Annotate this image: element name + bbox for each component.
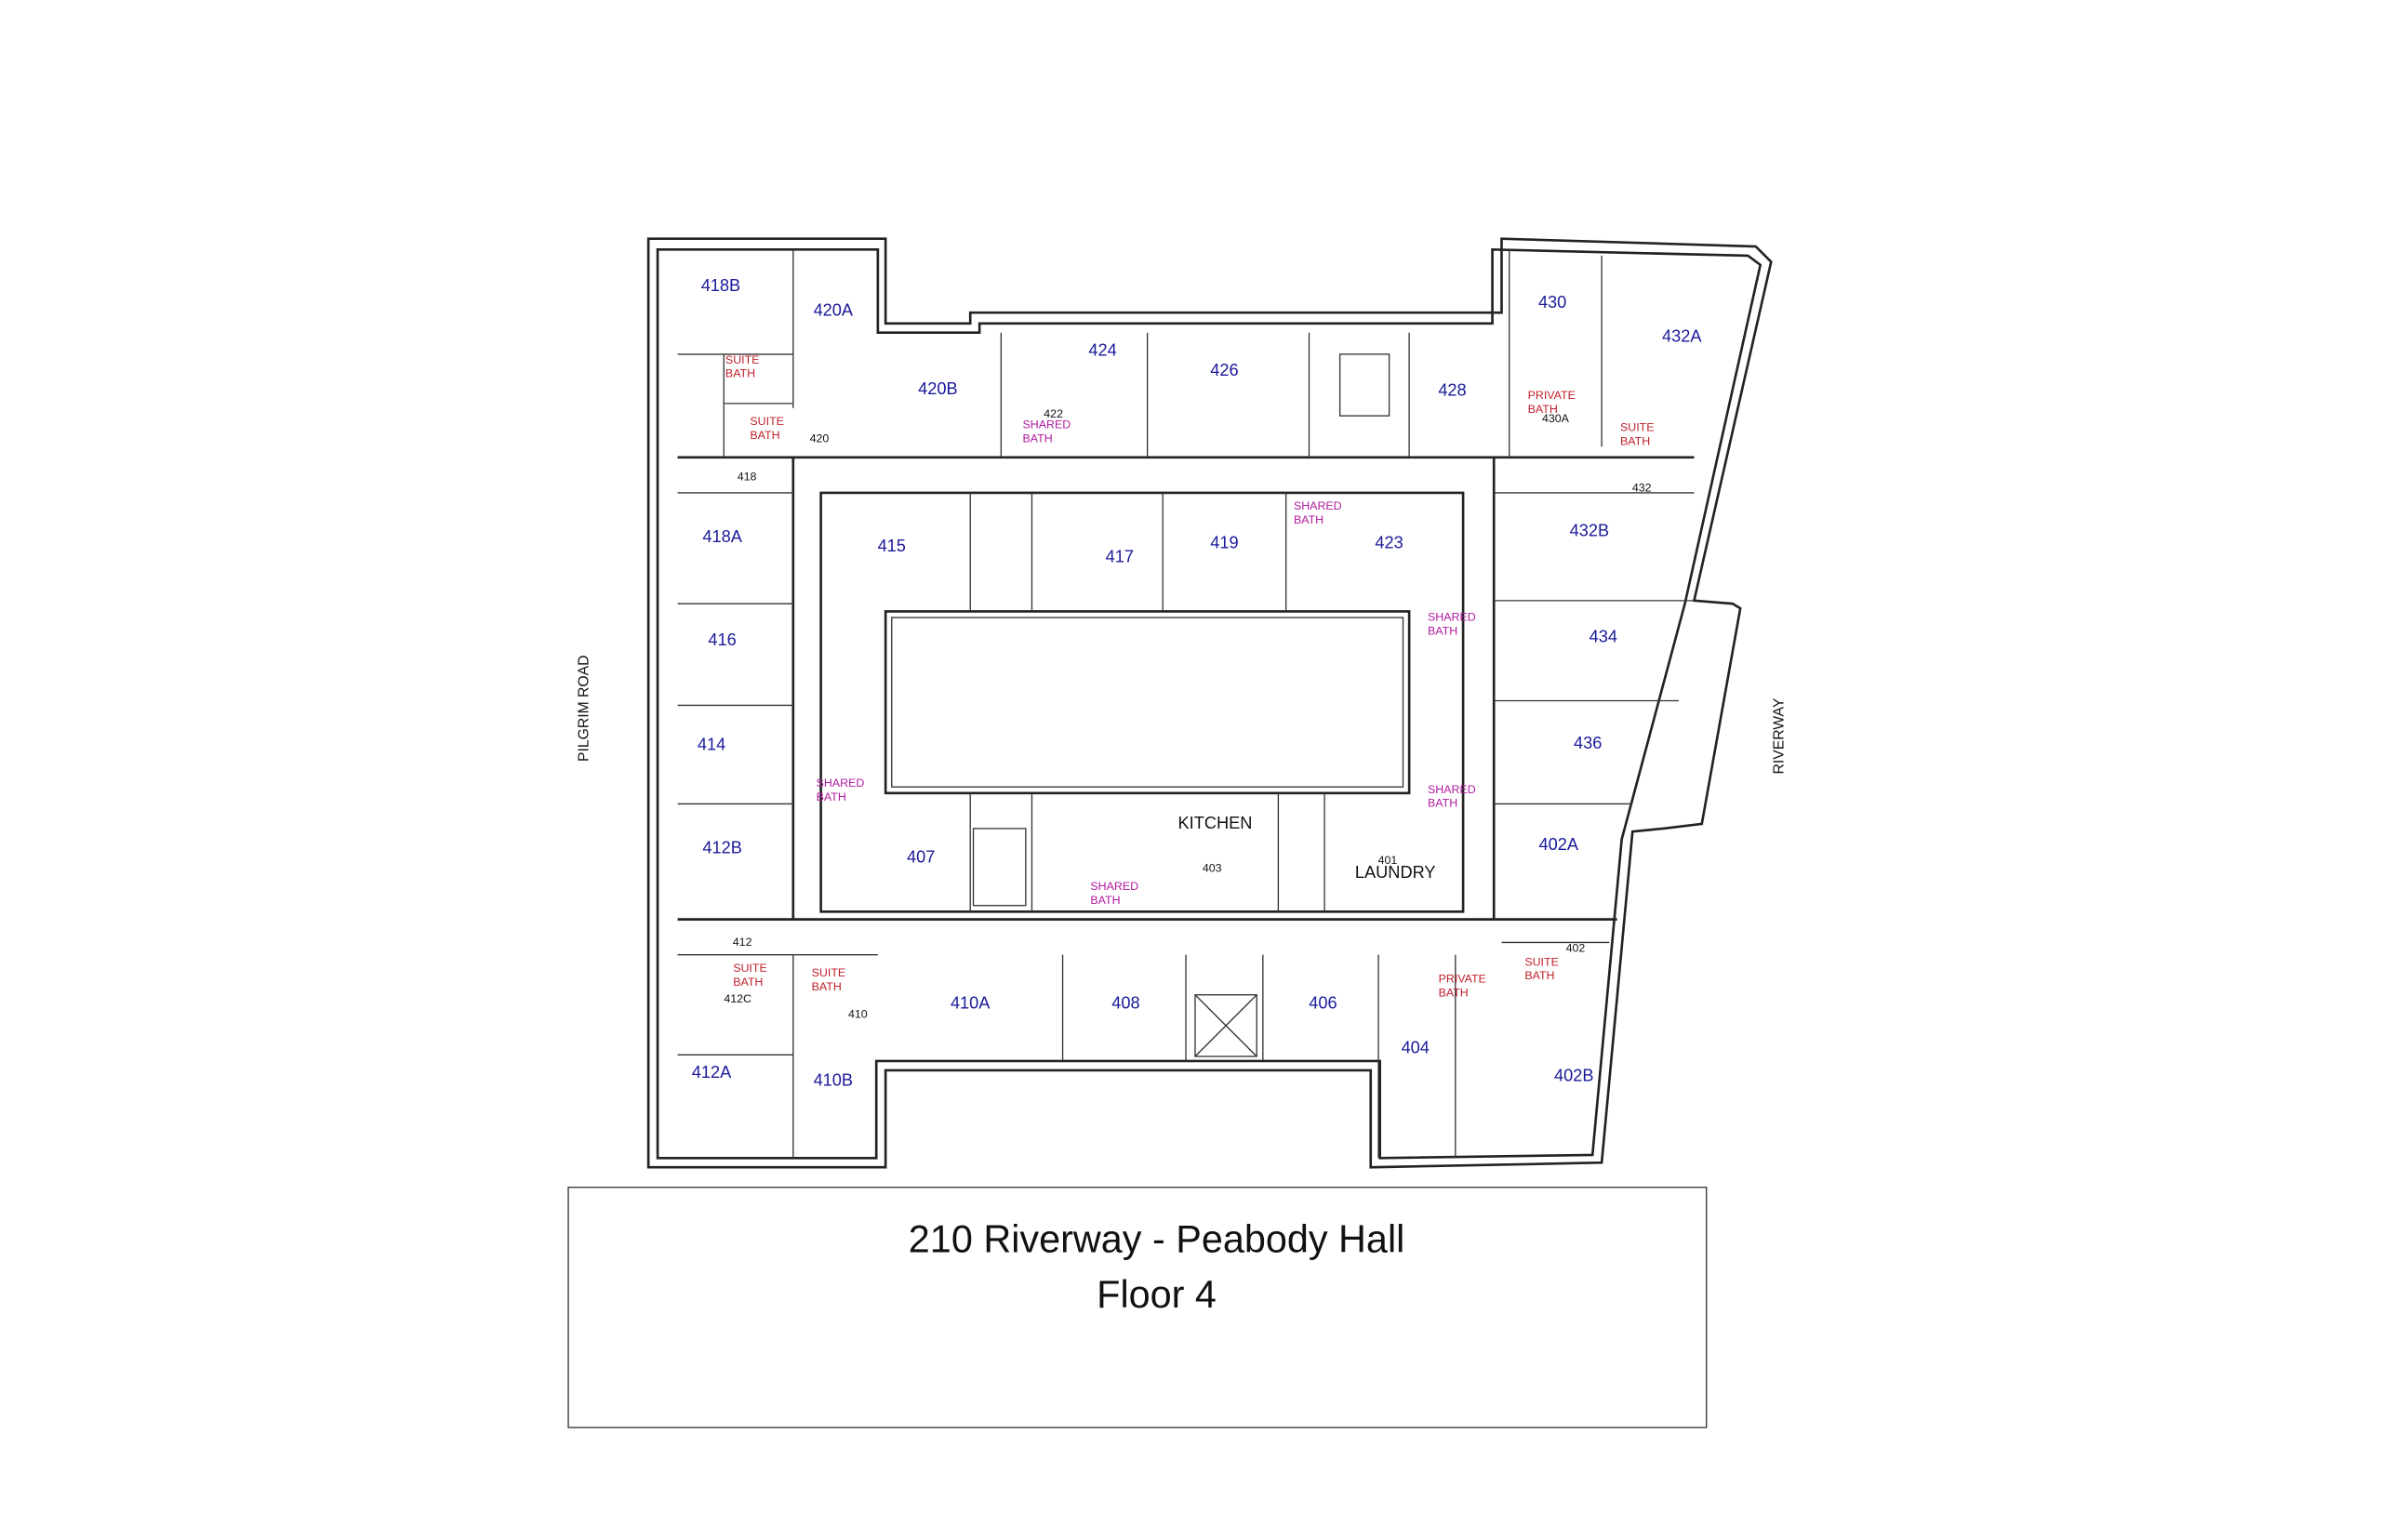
corridor-418: 418 bbox=[738, 471, 757, 484]
corridor-410: 410 bbox=[848, 1008, 868, 1021]
room-labels: 418B 420A 420B 424 426 428 430 432A 418A… bbox=[692, 276, 1703, 1089]
room-420A[interactable]: 420A bbox=[814, 301, 854, 320]
room-412B[interactable]: 412B bbox=[702, 838, 742, 856]
building-walls bbox=[646, 237, 1773, 1169]
room-417[interactable]: 417 bbox=[1106, 547, 1134, 565]
room-432B[interactable]: 432B bbox=[1570, 521, 1610, 539]
room-406[interactable]: 406 bbox=[1309, 994, 1337, 1013]
label-412C: 412C bbox=[724, 992, 752, 1005]
title-building: 210 Riverway - Peabody Hall bbox=[909, 1217, 1405, 1260]
room-419[interactable]: 419 bbox=[1210, 534, 1238, 552]
street-pilgrim-road: PILGRIM ROAD bbox=[577, 656, 592, 762]
street-riverway: RIVERWAY bbox=[1772, 697, 1788, 774]
title-floor: Floor 4 bbox=[1097, 1273, 1217, 1316]
label-430A: 430A bbox=[1542, 412, 1570, 425]
room-partitions bbox=[677, 249, 1695, 1159]
room-420B[interactable]: 420B bbox=[918, 379, 958, 398]
room-414[interactable]: 414 bbox=[698, 735, 725, 753]
kitchen-label: KITCHEN bbox=[1178, 814, 1253, 832]
room-424[interactable]: 424 bbox=[1088, 341, 1116, 360]
label-422: 422 bbox=[1044, 407, 1063, 420]
room-407[interactable]: 407 bbox=[907, 847, 935, 866]
room-423[interactable]: 423 bbox=[1375, 534, 1403, 552]
room-418A[interactable]: 418A bbox=[702, 527, 742, 546]
room-434[interactable]: 434 bbox=[1590, 628, 1617, 646]
corridor-420: 420 bbox=[810, 431, 830, 445]
room-418B[interactable]: 418B bbox=[701, 276, 741, 295]
room-432A[interactable]: 432A bbox=[1662, 327, 1702, 346]
room-402B[interactable]: 402B bbox=[1554, 1066, 1594, 1084]
title-block bbox=[567, 1187, 1708, 1428]
corridor-412: 412 bbox=[733, 936, 752, 949]
room-415[interactable]: 415 bbox=[878, 537, 906, 555]
corridor-432: 432 bbox=[1632, 481, 1652, 494]
room-436[interactable]: 436 bbox=[1574, 734, 1602, 752]
label-403: 403 bbox=[1203, 861, 1222, 874]
room-430[interactable]: 430 bbox=[1538, 293, 1566, 312]
corridor-labels: 420 418 432 412 410 402 403 401 412C 430… bbox=[724, 407, 1651, 1021]
room-416[interactable]: 416 bbox=[708, 631, 736, 649]
room-410B[interactable]: 410B bbox=[814, 1070, 854, 1089]
room-412A[interactable]: 412A bbox=[692, 1063, 732, 1082]
room-402A[interactable]: 402A bbox=[1538, 835, 1578, 854]
room-404[interactable]: 404 bbox=[1402, 1039, 1430, 1057]
room-426[interactable]: 426 bbox=[1210, 361, 1238, 379]
laundry-label: LAUNDRY bbox=[1355, 863, 1436, 882]
label-401: 401 bbox=[1378, 854, 1398, 867]
room-428[interactable]: 428 bbox=[1438, 381, 1466, 400]
corridor-402: 402 bbox=[1566, 941, 1586, 954]
room-410A[interactable]: 410A bbox=[951, 994, 991, 1013]
room-408[interactable]: 408 bbox=[1111, 994, 1139, 1013]
